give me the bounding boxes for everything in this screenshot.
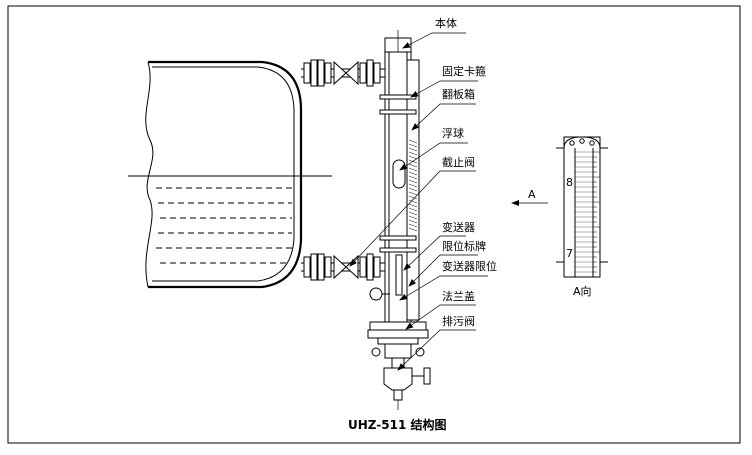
- label-clamp: 固定卡箍: [442, 64, 486, 78]
- hatch-line: [408, 207, 418, 212]
- hatch-line: [408, 191, 418, 196]
- drain-valve-body: [383, 357, 431, 401]
- lower-connection: [301, 253, 385, 281]
- hatch-line: [408, 163, 418, 168]
- label-stop-valve: 截止阀: [442, 155, 475, 169]
- bottom-flange: [367, 321, 429, 359]
- figure-caption: UHZ-511 结构图: [348, 417, 447, 432]
- label-transmitter: 变送器: [442, 220, 475, 234]
- hatch-line: [408, 223, 418, 228]
- hatch-line: [408, 167, 418, 172]
- hatch-line: [408, 139, 418, 144]
- label-flange-cover: 法兰盖: [442, 289, 475, 303]
- upper-connection: [301, 59, 385, 87]
- leader-lines: [349, 32, 488, 371]
- hatch-line: [408, 171, 418, 176]
- hatch-line: [408, 211, 418, 216]
- hatch-line: [408, 199, 418, 204]
- a-view-scale: [575, 151, 600, 273]
- hatch-line: [408, 155, 418, 160]
- hatch-line: [408, 203, 418, 208]
- hatch-line: [408, 179, 418, 184]
- hatch-line: [408, 219, 418, 224]
- label-body: 本体: [435, 16, 457, 30]
- hatch-line: [408, 151, 418, 156]
- hatch-line: [408, 227, 418, 232]
- scale-value-upper: 8: [566, 176, 573, 189]
- label-float-ball: 浮球: [442, 126, 464, 140]
- hatch-line: [408, 175, 418, 180]
- hatch-line: [408, 183, 418, 188]
- hatch-line: [408, 143, 418, 148]
- hatch-line: [408, 147, 418, 152]
- scale-value-lower: 7: [566, 247, 573, 260]
- view-arrow-label: A: [528, 188, 536, 201]
- label-drain-valve: 排污阀: [442, 314, 475, 328]
- hatch-line: [408, 195, 418, 200]
- label-flip-box: 翻板箱: [442, 87, 475, 101]
- hatch-line: [408, 215, 418, 220]
- label-transmitter-limit: 变送器限位: [442, 259, 497, 273]
- hatch-line: [408, 187, 418, 192]
- tank: [128, 60, 332, 289]
- label-limit-plate: 限位标牌: [442, 239, 486, 253]
- drawing-frame: [7, 5, 741, 444]
- a-view-title: A向: [573, 284, 592, 298]
